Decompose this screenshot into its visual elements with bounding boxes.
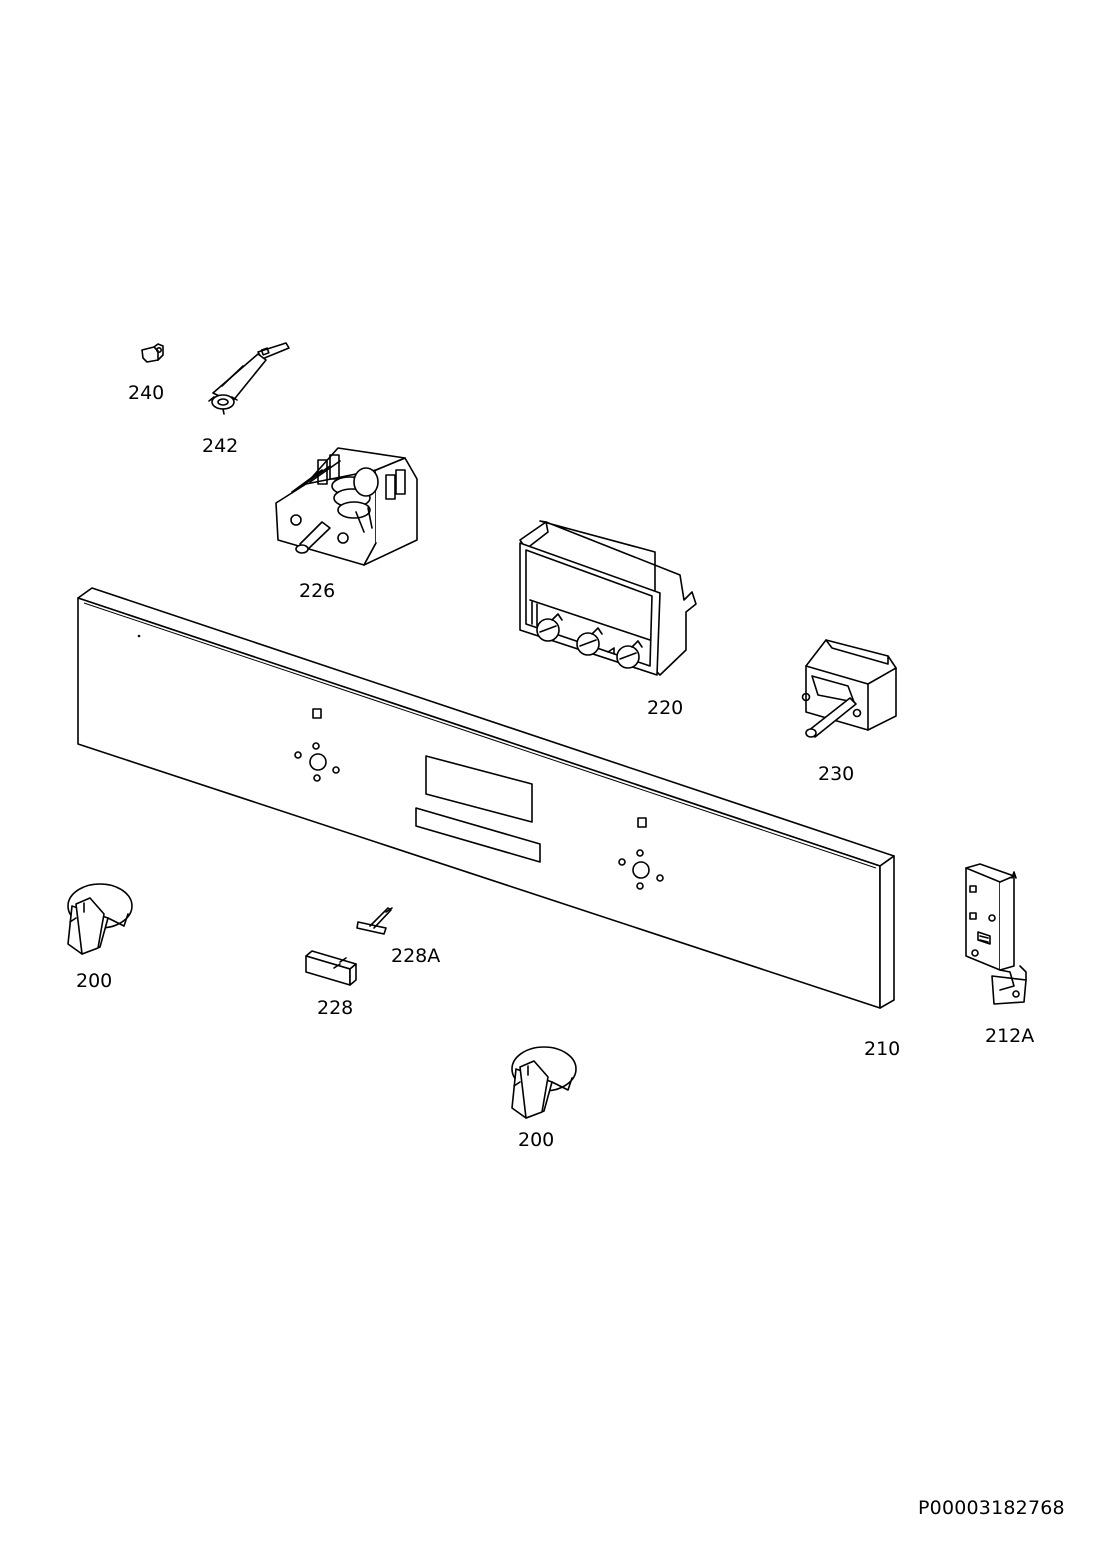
part-230-thermostat xyxy=(801,639,897,738)
part-228A-button-spring xyxy=(356,907,393,935)
label-240: 240 xyxy=(128,382,164,404)
part-200-knob-left xyxy=(67,883,133,955)
label-200-left: 200 xyxy=(76,970,112,992)
label-228: 228 xyxy=(317,997,353,1019)
label-212A: 212A xyxy=(985,1025,1034,1047)
label-230: 230 xyxy=(818,763,854,785)
part-210-control-panel xyxy=(77,587,895,1009)
part-242-lamp-holder xyxy=(208,342,290,415)
label-226: 226 xyxy=(299,580,335,602)
label-220: 220 xyxy=(647,697,683,719)
part-200-knob-bottom xyxy=(511,1046,577,1119)
part-228-push-button xyxy=(305,950,357,986)
label-242: 242 xyxy=(202,435,238,457)
part-226-selector-switch xyxy=(275,447,418,566)
label-200-bottom: 200 xyxy=(518,1129,554,1151)
label-210: 210 xyxy=(864,1038,900,1060)
part-212A-bracket xyxy=(965,863,1027,1005)
label-228A: 228A xyxy=(391,945,440,967)
part-220-programmer xyxy=(519,520,697,676)
part-240-clip xyxy=(141,343,164,363)
part-labels: 240 242 226 220 230 228A 200 228 212A 21… xyxy=(76,382,1034,1151)
document-id: P00003182768 xyxy=(918,1497,1065,1519)
